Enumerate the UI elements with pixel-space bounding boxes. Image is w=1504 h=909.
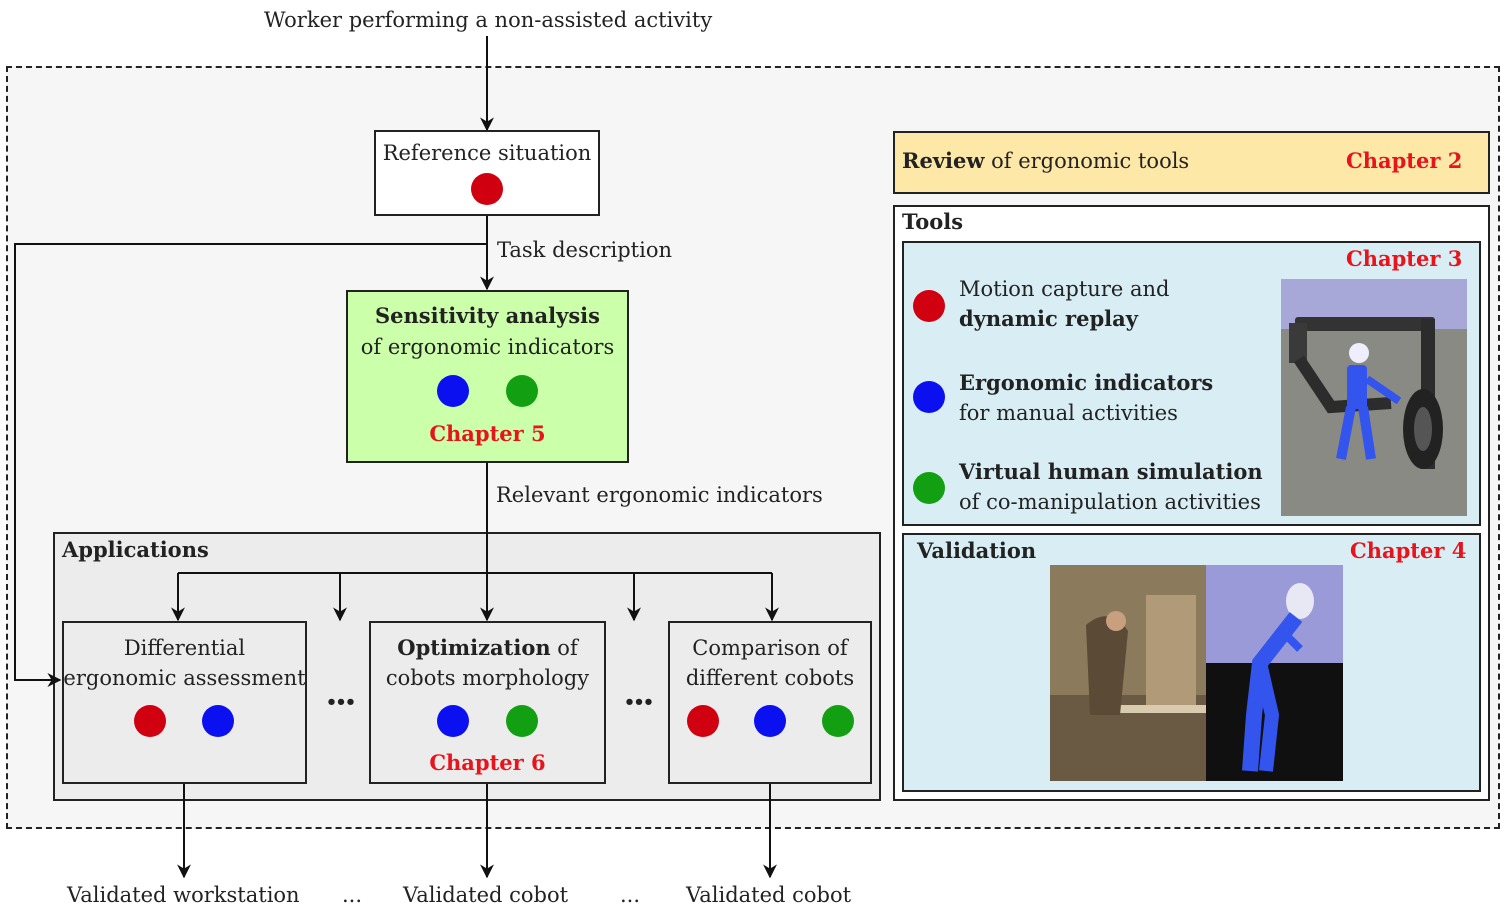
chapter-5-label: Chapter 5	[429, 421, 546, 446]
sensitivity-box	[346, 290, 629, 463]
green-dot	[822, 705, 854, 737]
optimization-rest: of	[550, 636, 578, 660]
green-dot	[506, 375, 538, 407]
differential-line1: Differential	[123, 636, 246, 660]
output-mid: Validated cobot	[403, 883, 569, 907]
green-dot	[913, 472, 945, 504]
review-bold: Review	[902, 148, 985, 173]
ellipsis-right: •••	[623, 692, 655, 713]
red-dot	[913, 290, 945, 322]
edge-task-label: Task description	[497, 238, 673, 262]
blue-dot	[437, 375, 469, 407]
output-left: Validated workstation	[67, 883, 300, 907]
comparison-line2: different cobots	[685, 666, 855, 690]
ellipsis-left: •••	[325, 692, 357, 713]
review-label: Review of ergonomic tools	[902, 148, 1189, 174]
chapter-2-label: Chapter 2	[1346, 148, 1463, 173]
tool-2-line2: for manual activities	[959, 401, 1178, 425]
sensitivity-title: Sensitivity analysis	[375, 303, 600, 328]
output-sep-1: ...	[342, 883, 363, 907]
cobot-simulation-image	[1281, 279, 1467, 516]
tool-1-line2: dynamic replay	[959, 306, 1138, 331]
input-label: Worker performing a non-assisted activit…	[264, 8, 713, 32]
tool-3-line2: of co-manipulation activities	[959, 490, 1261, 514]
chapter-3-label: Chapter 3	[1346, 246, 1463, 271]
tool-2-line1: Ergonomic indicators	[959, 370, 1214, 395]
reference-title: Reference situation	[382, 141, 592, 165]
optimization-line1: Optimization of	[369, 635, 606, 661]
blue-dot	[202, 705, 234, 737]
red-dot	[134, 705, 166, 737]
chapter-6-label: Chapter 6	[429, 750, 546, 775]
optimization-box	[369, 621, 606, 784]
optimization-line2: cobots morphology	[385, 666, 590, 690]
arrow-feedback-loop	[14, 243, 487, 687]
differential-box	[62, 621, 307, 784]
edge-relevant-label: Relevant ergonomic indicators	[496, 483, 823, 507]
tool-1-line1: Motion capture and	[959, 277, 1170, 301]
optimization-bold: Optimization	[397, 635, 551, 660]
chapter-4-label: Chapter 4	[1350, 538, 1467, 563]
comparison-box	[668, 621, 872, 784]
applications-title: Applications	[62, 537, 209, 562]
sensitivity-subtitle: of ergonomic indicators	[360, 335, 615, 359]
review-rest: of ergonomic tools	[984, 149, 1190, 173]
red-dot	[687, 705, 719, 737]
output-right: Validated cobot	[686, 883, 852, 907]
tool-3-line1: Virtual human simulation	[959, 459, 1263, 484]
validation-image	[1050, 565, 1343, 781]
review-box	[893, 131, 1490, 194]
tools-title: Tools	[902, 209, 964, 234]
comparison-line1: Comparison of	[692, 636, 848, 660]
blue-dot	[437, 705, 469, 737]
validation-title: Validation	[917, 538, 1037, 563]
green-dot	[506, 705, 538, 737]
red-dot	[471, 173, 503, 205]
output-sep-2: ...	[620, 883, 641, 907]
blue-dot	[754, 705, 786, 737]
blue-dot	[913, 381, 945, 413]
differential-line2: ergonomic assessment	[63, 666, 306, 690]
